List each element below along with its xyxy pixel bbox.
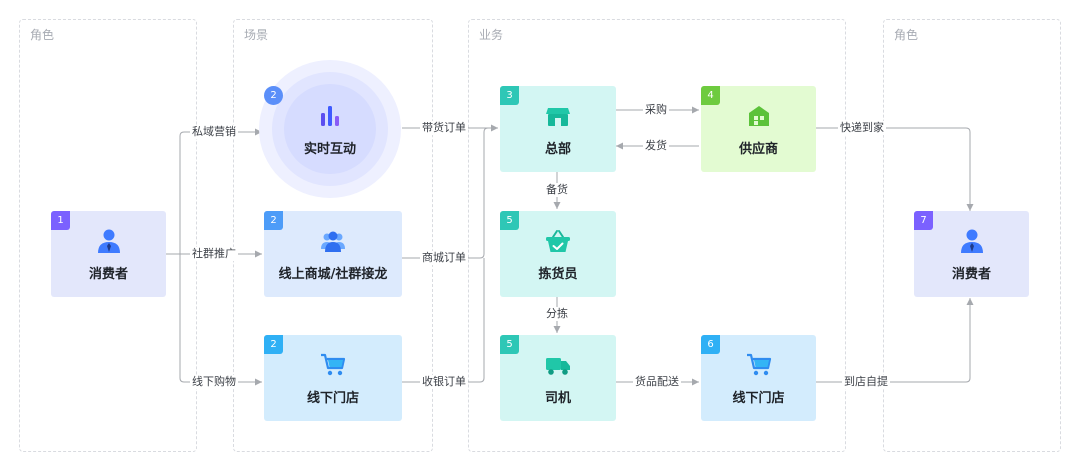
panel-business: 业务: [468, 19, 846, 452]
node-label: 消费者: [88, 266, 128, 282]
node-label: 线上商城/社群接龙: [278, 266, 388, 282]
edge-pickup: [816, 298, 974, 383]
node-label: 司机: [544, 390, 571, 406]
node-label: 消费者: [951, 266, 991, 282]
step-badge: 6: [701, 335, 720, 354]
store-icon: [546, 107, 570, 126]
panel-title: 场景: [244, 28, 269, 42]
panel-title: 角色: [30, 28, 55, 42]
edge-label-goods-delivery: 货品配送: [633, 375, 681, 389]
panel-role-right: 角色: [883, 19, 1061, 452]
node-label: 拣货员: [538, 266, 578, 282]
step-badge: 3: [500, 86, 519, 105]
edge-label-stock-prep: 备货: [544, 183, 570, 197]
panel-role-left: 角色: [19, 19, 197, 452]
node-consumer-left[interactable]: 1 消费者: [51, 211, 166, 297]
node-offline-store-business[interactable]: 6 线下门店: [701, 335, 816, 421]
node-headquarters[interactable]: 3 总部: [500, 86, 616, 172]
edge-label-offline-shopping: 线下购物: [190, 375, 238, 389]
person-icon: [960, 229, 983, 253]
bar-chart-icon: [321, 105, 339, 126]
node-label: 总部: [544, 141, 571, 157]
step-badge: 2: [264, 211, 283, 230]
edge-label-mall-order: 商城订单: [420, 251, 468, 265]
edge-label-ship: 发货: [643, 139, 669, 153]
node-supplier[interactable]: 4 供应商: [701, 86, 816, 172]
edge-offline-shopping: [179, 254, 262, 386]
edge-label-cashier-order: 收银订单: [420, 375, 468, 389]
edge-mall-order: [402, 127, 489, 259]
step-badge: 7: [914, 211, 933, 230]
edge-label-pickup: 到店自提: [842, 375, 890, 389]
node-label: 供应商: [738, 141, 778, 157]
step-badge: 5: [500, 211, 519, 230]
edge-private-marketing: [179, 128, 262, 254]
cart-icon: [746, 353, 771, 375]
step-badge: 5: [500, 335, 519, 354]
step-badge: 1: [51, 211, 70, 230]
step-badge: 2: [264, 335, 283, 354]
edge-label-live-order: 带货订单: [420, 121, 468, 135]
edge-label-purchase: 采购: [643, 103, 669, 117]
edge-label-express: 快递到家: [838, 121, 886, 135]
panel-title: 角色: [894, 28, 919, 42]
step-badge: 2: [264, 86, 283, 105]
node-label: 实时互动: [303, 141, 356, 157]
basket-icon: [546, 229, 570, 252]
person-icon: [97, 229, 120, 253]
node-offline-store-scene[interactable]: 2 线下门店: [264, 335, 402, 421]
cart-icon: [321, 353, 346, 375]
node-picker[interactable]: 5 拣货员: [500, 211, 616, 297]
node-realtime-interaction[interactable]: 实时互动: [284, 84, 376, 174]
warehouse-icon: [748, 105, 769, 126]
node-label: 线下门店: [732, 390, 785, 406]
edge-label-sorting: 分拣: [544, 307, 570, 321]
step-badge: 4: [701, 86, 720, 105]
node-driver[interactable]: 5 司机: [500, 335, 616, 421]
node-consumer-right[interactable]: 7 消费者: [914, 211, 1029, 297]
edge-label-private-marketing: 私域营销: [190, 125, 238, 139]
panel-title: 业务: [479, 28, 504, 42]
edge-label-community-promo: 社群推广: [190, 247, 238, 261]
truck-icon: [546, 357, 570, 375]
node-label: 线下门店: [306, 390, 359, 406]
edge-express: [816, 127, 974, 211]
edge-cashier-order: [402, 258, 485, 383]
panel-scene: 场景: [233, 19, 433, 452]
group-icon: [321, 231, 345, 252]
node-online-mall[interactable]: 2 线上商城/社群接龙: [264, 211, 402, 297]
